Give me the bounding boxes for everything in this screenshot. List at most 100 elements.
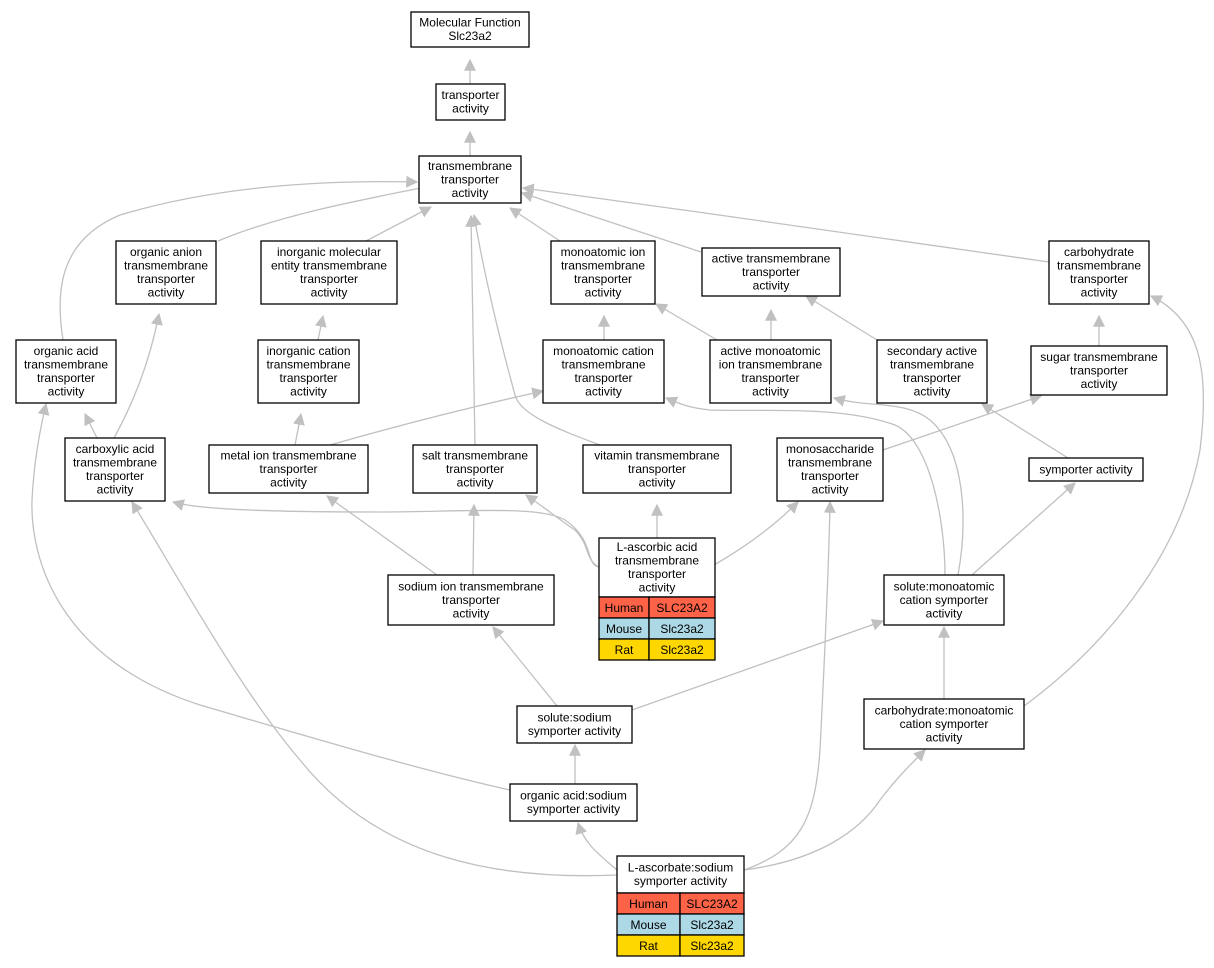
- node-ascorbic[interactable]: L-ascorbic acidtransmembranetransportera…: [598, 537, 716, 661]
- node-box: [1030, 345, 1168, 396]
- node-label-line: transmembrane: [890, 358, 974, 372]
- node-label-line: activity: [311, 286, 348, 300]
- node-label-line: transporter: [574, 272, 632, 286]
- node-carboxylic-acid[interactable]: carboxylic acidtransmembranetransportera…: [64, 437, 166, 502]
- node-label-line: transporter: [1070, 272, 1128, 286]
- node-box: [64, 437, 166, 502]
- edge-ascorbic-to-carboxylic-acid: [171, 499, 600, 568]
- edge-metal-ion-to-monoatomic-cation: [329, 387, 545, 446]
- node-label-line: activity: [914, 385, 951, 399]
- node-label-line: organic acid:sodium: [520, 789, 627, 803]
- node-label-line: organic anion: [130, 245, 202, 259]
- node-label-line: activity: [752, 385, 789, 399]
- edge-secondary-active-to-active-transmembrane: [804, 295, 878, 341]
- node-label-line: transporter: [1070, 363, 1128, 377]
- node-label-line: activity: [452, 186, 489, 200]
- edge-solute-monoatomic-to-active-monoatomic: [832, 395, 964, 576]
- node-label-line: activity: [812, 483, 849, 497]
- node-label-line: activity: [453, 606, 490, 620]
- node-label-line: transmembrane: [124, 259, 208, 273]
- node-monosaccharide[interactable]: monosaccharidetransmembranetransporterac…: [776, 437, 884, 502]
- species-name: Mouse: [606, 622, 642, 636]
- gene-symbol: SLC23A2: [686, 897, 738, 911]
- node-box: [509, 783, 638, 822]
- node-monoatomic-ion[interactable]: monoatomic iontransmembranetransporterac…: [550, 240, 656, 305]
- node-label-line: inorganic molecular: [277, 245, 381, 259]
- gene-symbol: Slc23a2: [690, 939, 734, 953]
- node-secondary-active[interactable]: secondary activetransmembranetransporter…: [876, 339, 988, 404]
- species-name: Human: [629, 897, 668, 911]
- edge-ascorbate-sodium-to-monosaccharide: [743, 500, 836, 871]
- node-box: [616, 855, 745, 894]
- node-label-line: transporter: [446, 462, 504, 476]
- node-label-line: activity: [270, 475, 307, 489]
- species-cell-bg: [648, 638, 716, 661]
- node-box: [582, 444, 732, 494]
- node-metal-ion[interactable]: metal ion transmembranetransporteractivi…: [208, 444, 369, 494]
- node-label-line: L-ascorbic acid: [617, 540, 698, 554]
- node-label-line: transporter: [300, 272, 358, 286]
- node-monoatomic-cation[interactable]: monoatomic cationtransmembranetransporte…: [542, 339, 665, 404]
- node-label-line: activity: [585, 286, 622, 300]
- edge-ascorbic-to-salt-tm: [525, 494, 600, 568]
- node-label-line: transmembrane: [73, 456, 157, 470]
- node-label-line: transmembrane: [1057, 259, 1141, 273]
- edge-monosaccharide-to-sugar-tm: [882, 393, 1043, 451]
- node-box: [257, 339, 360, 404]
- node-label-line: carbohydrate:monoatomic: [875, 703, 1014, 717]
- edge-organic-anion-to-transmembrane: [217, 182, 433, 242]
- node-box: [876, 339, 988, 404]
- node-box: [598, 537, 716, 598]
- node-label-line: activity: [753, 278, 790, 292]
- node-organic-acid[interactable]: organic acidtransmembranetransporteracti…: [15, 339, 117, 404]
- node-label-line: active transmembrane: [712, 251, 831, 265]
- node-inorganic-cation[interactable]: inorganic cationtransmembranetransporter…: [257, 339, 360, 404]
- species-name: Rat: [615, 643, 634, 657]
- edge-ascorbate-sodium-to-carbohydrate-monoatomic: [743, 749, 926, 871]
- node-label-line: activity: [1081, 286, 1118, 300]
- node-sodium-ion[interactable]: sodium ion transmembranetransporteractiv…: [387, 574, 555, 626]
- node-carbohydrate-tm[interactable]: carbohydratetransmembranetransporteracti…: [1048, 240, 1150, 305]
- node-label-line: transporter: [137, 272, 195, 286]
- node-label-line: transporter: [574, 371, 632, 385]
- node-label-line: transmembrane: [561, 358, 645, 372]
- node-box: [435, 83, 506, 121]
- node-box: [1048, 240, 1150, 305]
- edge-active-transmembrane-to-transmembrane: [520, 190, 702, 253]
- node-label-line: transporter: [259, 462, 317, 476]
- node-label-line: cation symporter: [900, 717, 989, 731]
- node-box: [410, 11, 530, 48]
- node-organic-anion[interactable]: organic aniontransmembranetransporteract…: [115, 240, 217, 305]
- node-label-line: monoatomic ion: [561, 245, 646, 259]
- node-label-line: activity: [1081, 377, 1118, 391]
- node-label-line: transporter: [442, 593, 500, 607]
- edge-carboxylic-acid-to-organic-acid: [84, 412, 98, 439]
- node-label-line: transporter: [801, 469, 859, 483]
- node-label-line: ion transmembrane: [719, 358, 823, 372]
- node-label-line: sodium ion transmembrane: [398, 579, 544, 593]
- node-symporter[interactable]: symporter activity: [1028, 457, 1144, 482]
- node-label-line: activity: [639, 581, 676, 595]
- node-box: [387, 574, 555, 626]
- node-label-line: activity: [639, 475, 676, 489]
- edge-organic-acid-sodium-to-organic-acid: [31, 402, 511, 791]
- node-box: [542, 339, 665, 404]
- node-box: [15, 339, 117, 404]
- node-label-line: cation symporter: [900, 593, 989, 607]
- node-label-line: active monoatomic: [720, 344, 820, 358]
